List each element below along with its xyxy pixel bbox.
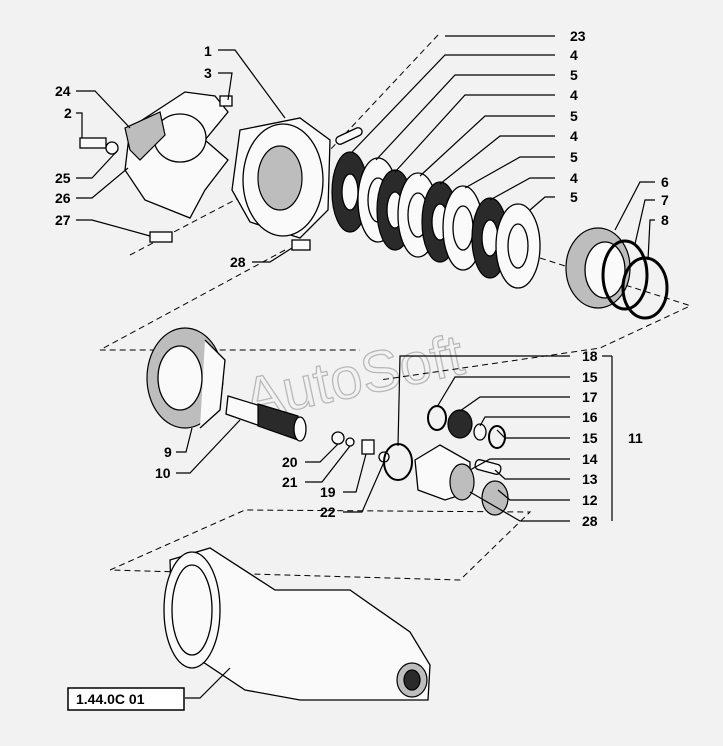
- callout-labels: 1 3 24 2 25 26 27 28 23 4 5 4 5 4 5 4 5 …: [55, 28, 669, 529]
- callout-23: 23: [570, 28, 586, 44]
- callout-21: 21: [282, 474, 298, 490]
- callout-26: 26: [55, 190, 71, 206]
- callout-28-lower: 28: [582, 513, 598, 529]
- callout-3: 3: [204, 65, 212, 81]
- callout-11: 11: [628, 430, 643, 446]
- seal-ring-7: [601, 239, 649, 311]
- washer-21: [345, 437, 355, 447]
- differential-carrier-part: [414, 444, 475, 501]
- callout-4-c: 4: [570, 128, 578, 144]
- bolt-28: [291, 239, 311, 251]
- snap-ring-18: [383, 443, 413, 481]
- callout-12: 12: [582, 492, 598, 508]
- ring-15-a: [427, 405, 447, 431]
- pinion-shaft-part: [225, 395, 307, 442]
- callout-4-d: 4: [570, 170, 578, 186]
- callout-15-b: 15: [582, 430, 598, 446]
- callout-24: 24: [55, 83, 71, 99]
- pin-23: [335, 127, 363, 145]
- washer-16: [473, 423, 487, 441]
- callout-9: 9: [164, 444, 172, 460]
- callout-4-b: 4: [570, 87, 578, 103]
- bolt-27: [149, 231, 173, 243]
- callout-5-b: 5: [570, 108, 578, 124]
- callout-5-a: 5: [570, 67, 578, 83]
- crown-wheel-part: [146, 327, 226, 429]
- callout-19: 19: [320, 484, 336, 500]
- bracket-part: [124, 91, 229, 219]
- callout-6: 6: [661, 174, 669, 190]
- callout-22: 22: [320, 504, 336, 520]
- ring-15-b: [488, 425, 506, 449]
- callout-15-a: 15: [582, 369, 598, 385]
- piston-part: [565, 227, 631, 309]
- callout-7: 7: [661, 192, 669, 208]
- callout-5-d: 5: [570, 189, 578, 205]
- callout-10: 10: [155, 465, 171, 481]
- axle-casing-part: [163, 547, 431, 701]
- leader-lines: [76, 35, 655, 699]
- callout-8: 8: [661, 212, 669, 228]
- upper-group-frame: [99, 34, 692, 381]
- middle-group-frame: [109, 509, 532, 581]
- gear-17: [447, 409, 473, 439]
- pin-19: [361, 439, 375, 455]
- callout-17: 17: [582, 389, 598, 405]
- seal-ring-8: [621, 256, 669, 320]
- reference-code-text: 1.44.0C 01: [76, 691, 145, 707]
- callout-27: 27: [55, 212, 71, 228]
- callout-25: 25: [55, 170, 71, 186]
- callout-1: 1: [204, 43, 212, 59]
- callout-13: 13: [582, 471, 598, 487]
- clutch-disc-stack: [331, 151, 541, 289]
- callout-2: 2: [64, 105, 72, 121]
- bolt-3: [219, 95, 233, 107]
- callout-20: 20: [282, 454, 298, 470]
- housing-part: [231, 117, 331, 239]
- callout-4-a: 4: [570, 47, 578, 63]
- callout-18: 18: [582, 348, 598, 364]
- callout-28-upper: 28: [230, 254, 246, 270]
- reference-code-box: 1.44.0C 01: [67, 687, 185, 711]
- callout-5-c: 5: [570, 149, 578, 165]
- callout-14: 14: [582, 451, 598, 467]
- bearing-12: [481, 480, 509, 516]
- washer-20: [331, 431, 345, 445]
- callout-16: 16: [582, 409, 598, 425]
- bolt-2: [79, 137, 119, 155]
